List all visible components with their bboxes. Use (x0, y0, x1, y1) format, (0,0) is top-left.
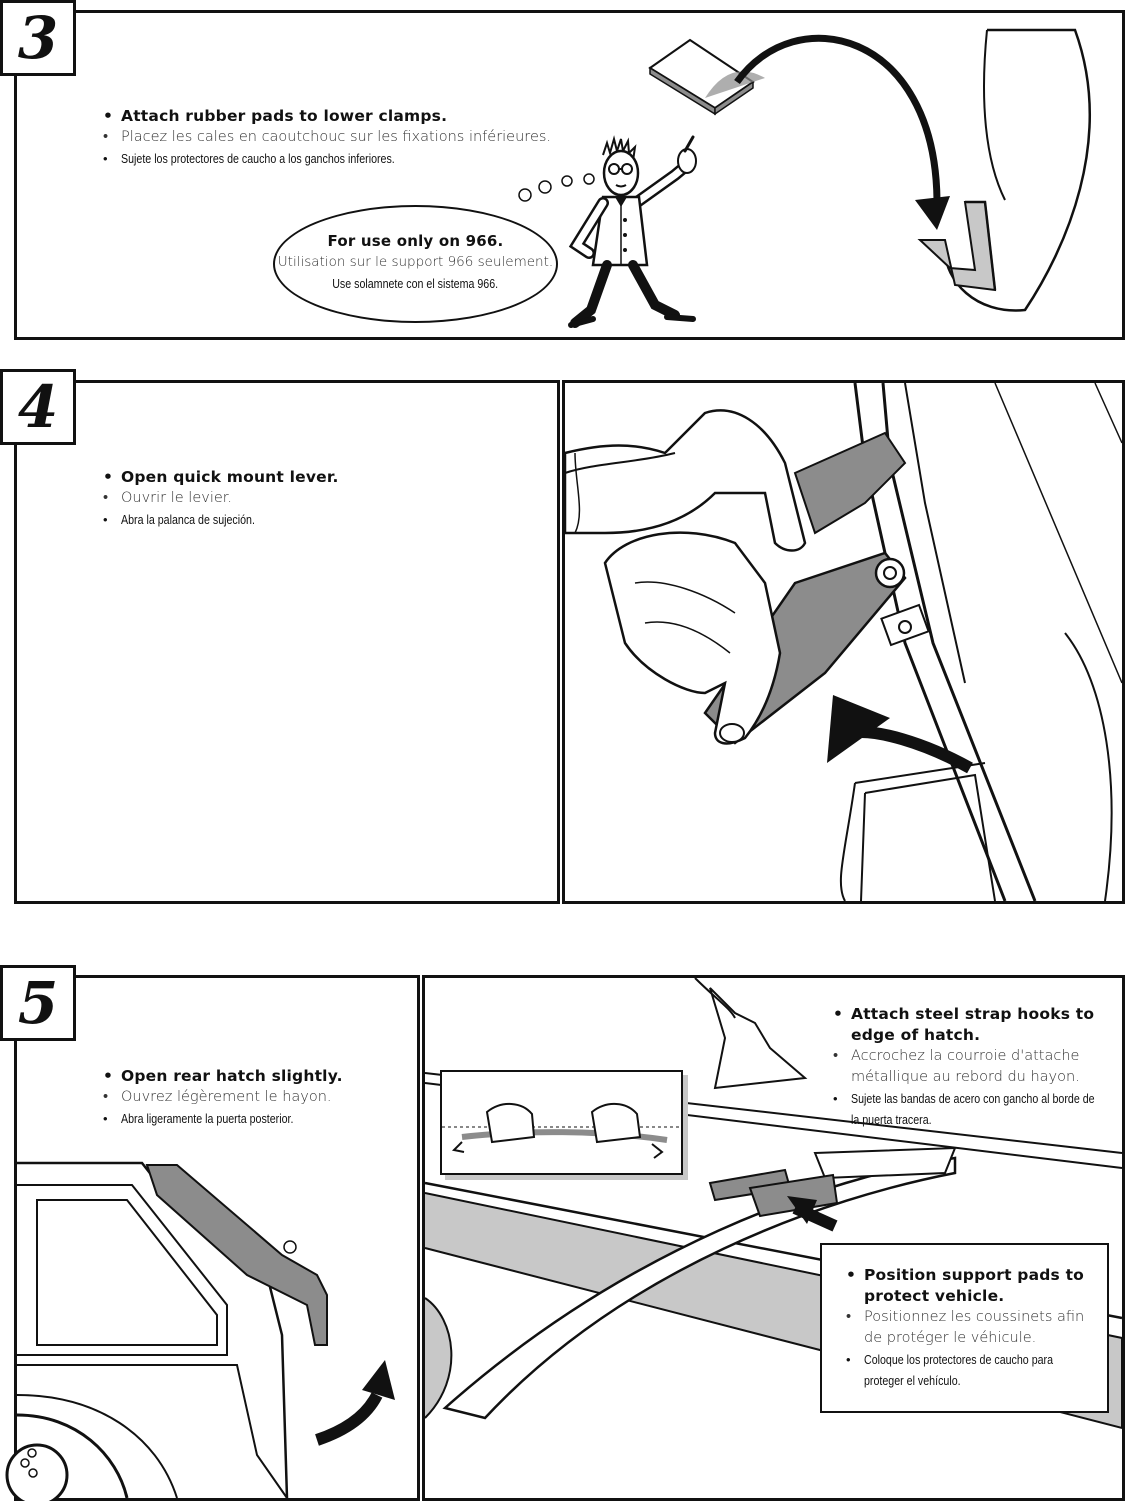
step4-text-panel (14, 380, 560, 904)
step5-inset-hands (440, 1070, 683, 1175)
step3-panel (14, 10, 1125, 340)
step4-instruction-es: Abra la palanca de sujeción. (103, 509, 523, 530)
step5-instruction-en: Open rear hatch slightly. (103, 1066, 403, 1087)
curved-arrow-icon (734, 34, 941, 201)
step4-instructions: Open quick mount lever. Ouvrir le levier… (103, 467, 523, 530)
step3-instruction-es: Sujete los protectores de caucho a los g… (103, 148, 623, 169)
step5-hooks-es: Sujete las bandas de acero con gancho al… (833, 1088, 1101, 1130)
step3-pad-clamp-illustration (648, 28, 1091, 312)
thought-bubble-icon (561, 175, 573, 187)
step4-instruction-fr: Ouvrir le levier. (103, 488, 523, 509)
step3-instruction-en: Attach rubber pads to lower clamps. (103, 106, 623, 127)
step3-expert-illustration (518, 135, 697, 328)
step5-pads-en: Position support pads to protect vehicle… (846, 1265, 1099, 1307)
hands-hooks-illustration (442, 1103, 681, 1159)
step5-hooks-instructions: Attach steel strap hooks to edge of hatc… (833, 1004, 1101, 1130)
step5-car-illustration (5, 1161, 395, 1501)
step3-note-es: Use solamnete con el sistema 966. (332, 276, 499, 291)
step3-number: 3 (0, 0, 76, 76)
rotate-arrow-icon (848, 726, 973, 774)
step3-note-bubble: For use only on 966. Utilisation sur le … (273, 205, 558, 323)
thought-bubble-icon (518, 188, 532, 202)
step4-instruction-en: Open quick mount lever. (103, 467, 523, 488)
step4-number: 4 (0, 369, 76, 445)
step5-pads-instructions: Position support pads to protect vehicle… (846, 1265, 1099, 1391)
thought-bubble-icon (538, 180, 552, 194)
step3-instructions: Attach rubber pads to lower clamps. Plac… (103, 106, 623, 169)
step3-note-en: For use only on 966. (327, 232, 504, 250)
step5-instruction-fr: Ouvrez légèrement le hayon. (103, 1087, 403, 1108)
step5-hooks-en: Attach steel strap hooks to edge of hatc… (833, 1004, 1101, 1046)
step4-lever-illustration (563, 382, 1123, 902)
step3-note-fr: Utilisation sur le support 966 seulement… (277, 254, 554, 270)
step5-pads-es: Coloque los protectores de caucho para p… (846, 1349, 1099, 1391)
step5-pads-callout: Position support pads to protect vehicle… (820, 1243, 1109, 1413)
thought-bubble-icon (583, 173, 595, 185)
step5-instruction-es: Abra ligeramente la puerta posterior. (103, 1108, 403, 1129)
step5-number: 5 (0, 965, 76, 1041)
step5-instructions: Open rear hatch slightly. Ouvrez légèrem… (103, 1066, 403, 1129)
step5-pads-fr: Positionnez les coussinets afin de proté… (846, 1307, 1099, 1349)
step5-hooks-fr: Accrochez la courroie d'attache métalliq… (833, 1046, 1101, 1088)
hatch-arrow-icon (315, 1392, 383, 1446)
step3-instruction-fr: Placez les cales en caoutchouc sur les f… (103, 127, 623, 148)
